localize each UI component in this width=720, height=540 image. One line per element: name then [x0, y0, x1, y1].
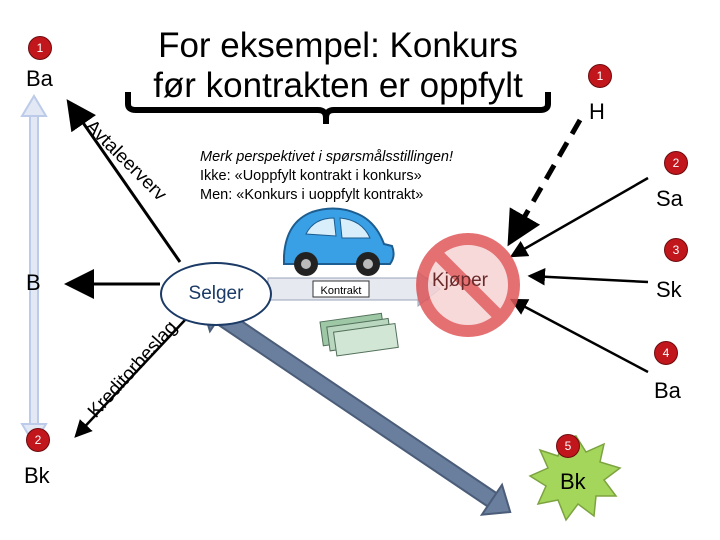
- note-line-1: Merk perspektivet i spørsmålsstillingen!: [200, 149, 454, 165]
- node-ba-top: Ba: [26, 66, 53, 91]
- node-sk: Sk: [656, 277, 682, 302]
- arrow-ba-to-kjoper: [509, 298, 649, 374]
- kjoper-label: Kjøper: [432, 270, 488, 291]
- note-line-3: Men: «Konkurs i uoppfylt kontrakt»: [200, 187, 424, 203]
- arrow-sk-to-kjoper: [527, 268, 649, 286]
- money-image: [319, 312, 399, 357]
- node-b: B: [26, 270, 41, 295]
- note-line-2: Ikke: «Uoppfylt kontrakt i konkurs»: [200, 168, 422, 184]
- node-sa: Sa: [656, 186, 683, 211]
- slide-title: For eksempel: Konkurs før kontrakten er …: [128, 26, 548, 106]
- car-image: [283, 207, 395, 276]
- node-h: H: [589, 99, 605, 124]
- note-text: Merk perspektivet i spørsmålsstillingen!…: [200, 148, 453, 205]
- title-line-2: før kontrakten er oppfylt: [153, 66, 523, 105]
- arrow-to-ba-top: [66, 99, 182, 263]
- node-bk-bottom: Bk: [560, 469, 586, 494]
- selger-node: Selger: [160, 262, 272, 326]
- title-line-1: For eksempel: Konkurs: [158, 26, 518, 65]
- badge-sk: 3: [664, 238, 688, 262]
- title-bracket: [125, 92, 551, 124]
- arrow-to-bk-left: [74, 319, 186, 438]
- selger-label: Selger: [188, 283, 244, 304]
- kontrakt-label: Kontrakt: [320, 285, 362, 297]
- badge-bk-bottom: 5: [556, 434, 580, 458]
- node-bk-left: Bk: [24, 463, 50, 488]
- badge-ba-top: 1: [28, 36, 52, 60]
- prohibition-sign: [416, 233, 520, 337]
- badge-h: 1: [588, 64, 612, 88]
- badge-ba-right: 4: [654, 341, 678, 365]
- badge-sa: 2: [664, 151, 688, 175]
- arrow-h-to-kjoper: [507, 118, 583, 247]
- arrow-sa-to-kjoper: [509, 176, 649, 258]
- bk-burst: [528, 435, 622, 522]
- badge-bk-left: 2: [26, 428, 50, 452]
- node-ba-right: Ba: [654, 378, 681, 403]
